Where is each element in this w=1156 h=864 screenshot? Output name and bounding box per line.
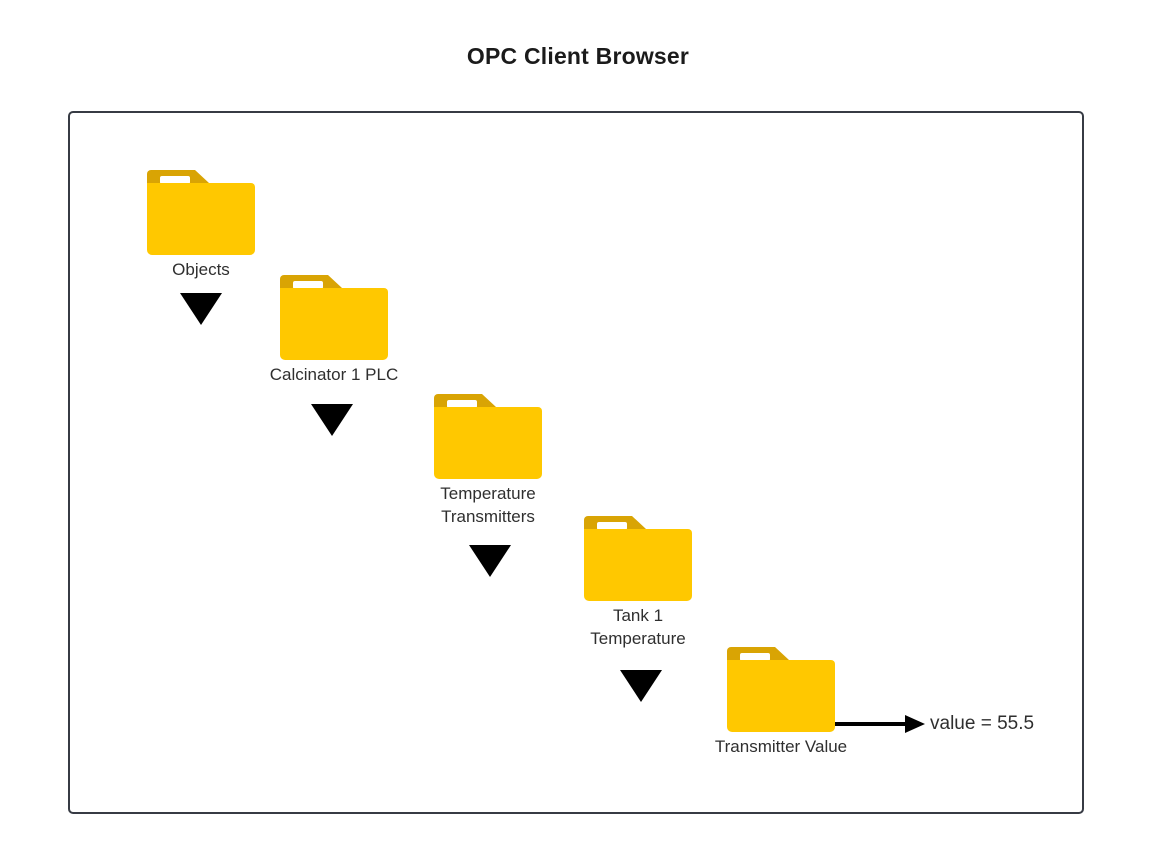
folder-body-icon — [280, 288, 388, 360]
folder-body-icon — [727, 660, 835, 732]
folder-icon — [280, 275, 388, 360]
node-calcinator-1-plc[interactable]: Calcinator 1 PLC — [270, 275, 398, 384]
node-objects[interactable]: Objects — [147, 170, 255, 279]
folder-slot-icon — [293, 281, 323, 289]
value-readout: value = 55.5 — [930, 713, 1035, 734]
node-transmitter-value[interactable]: Transmitter Value — [715, 647, 847, 756]
node-temperature-transmitters[interactable]: Temperature Transmitters — [434, 394, 542, 526]
node-label: Transmitter Value — [714, 737, 848, 756]
folder-slot-icon — [160, 176, 190, 184]
node-label: Calcinator 1 PLC — [269, 365, 399, 384]
arrow-right-icon — [835, 714, 925, 734]
node-label-line: Temperature — [440, 484, 536, 503]
folder-icon — [147, 170, 255, 255]
arrow-head — [905, 715, 925, 733]
folder-body-icon — [584, 529, 692, 601]
node-label-line: Temperature — [590, 629, 686, 648]
arrow-down-icon — [180, 293, 222, 325]
folder-icon — [584, 516, 692, 601]
node-label-line: Transmitters — [441, 507, 535, 526]
arrow-down-icon — [620, 670, 662, 702]
node-tank-1-temperature[interactable]: Tank 1 Temperature — [584, 516, 692, 648]
folder-body-icon — [147, 183, 255, 255]
folder-slot-icon — [597, 522, 627, 530]
node-label: Temperature Transmitters — [440, 482, 535, 528]
folder-icon — [727, 647, 835, 732]
page-title: OPC Client Browser — [466, 43, 690, 69]
arrow-down-icon — [469, 545, 511, 577]
arrow-down-icon — [311, 404, 353, 436]
folder-body-icon — [434, 407, 542, 479]
node-label-line: Tank 1 — [612, 606, 664, 625]
node-label: Tank 1 Temperature — [590, 604, 685, 650]
folder-slot-icon — [740, 653, 770, 661]
folder-icon — [434, 394, 542, 479]
node-label: Objects — [172, 260, 230, 279]
arrow-shaft — [835, 722, 907, 726]
folder-slot-icon — [447, 400, 477, 408]
diagram-canvas: Objects Calcinator 1 PLC Temperature Tra… — [68, 111, 1084, 814]
